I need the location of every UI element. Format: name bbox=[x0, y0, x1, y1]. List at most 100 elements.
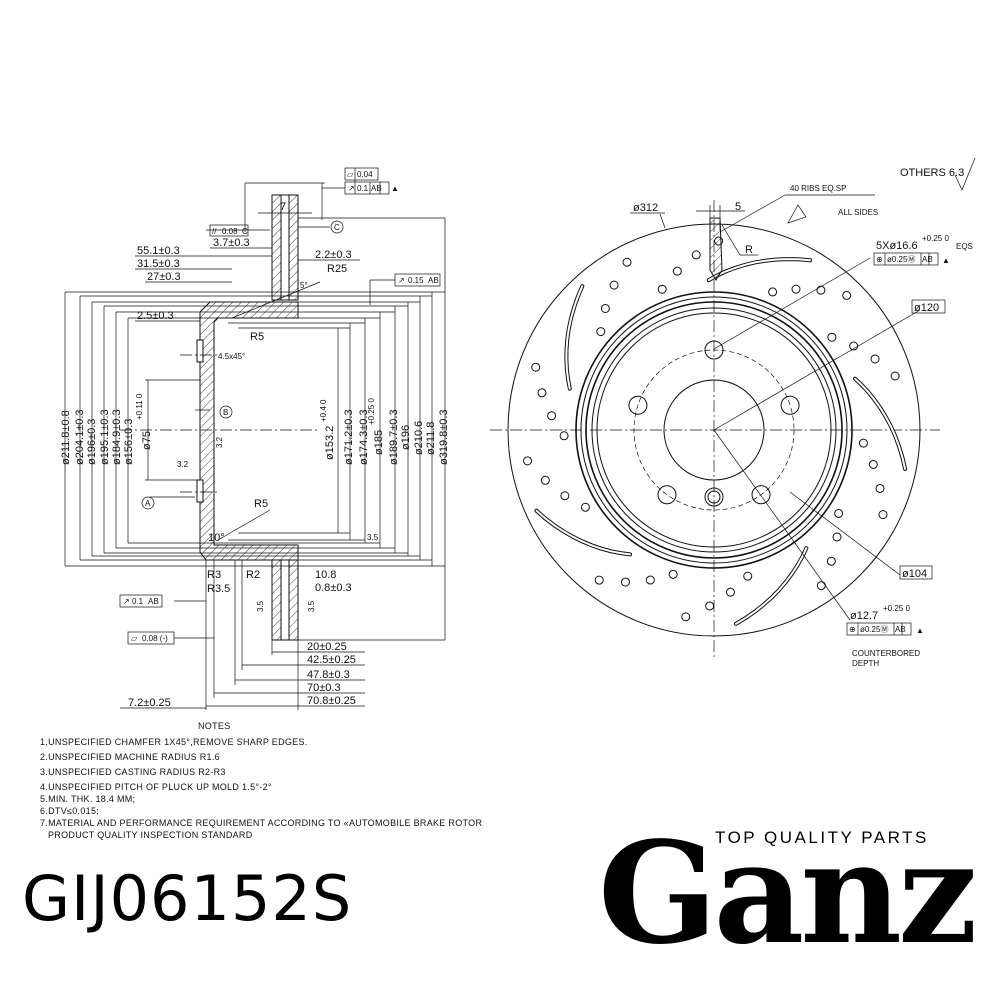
drill-hole bbox=[816, 581, 826, 591]
drill-hole bbox=[858, 438, 868, 448]
triangle-icon: ▲ bbox=[942, 256, 950, 265]
drill-hole bbox=[672, 266, 682, 276]
drill-hole bbox=[743, 571, 753, 581]
runout-icon: ↗ bbox=[398, 276, 405, 285]
note-item: 7.MATERIAL AND PERFORMANCE REQUIREMENT A… bbox=[40, 818, 482, 828]
bore-diameter: ø75 bbox=[141, 431, 153, 450]
parallel-value: 0.08 bbox=[222, 227, 238, 236]
diameter-label: ø156±0.3 bbox=[123, 419, 135, 465]
note-item: PRODUCT QUALITY INSPECTION STANDARD bbox=[48, 830, 253, 840]
drill-hole bbox=[826, 556, 836, 566]
drill-hole bbox=[890, 371, 900, 381]
bolt-hole bbox=[704, 340, 724, 360]
flatness-value: 0.08 (-) bbox=[142, 634, 168, 643]
note-item: 6.DTV≤0.015; bbox=[40, 806, 99, 816]
diameter-label: ø211.8±0.8 bbox=[60, 410, 72, 465]
drill-hole bbox=[725, 587, 735, 597]
bolt-hole bbox=[628, 395, 648, 415]
drill-hole bbox=[834, 508, 844, 518]
diameter-label: ø211.8 bbox=[425, 422, 437, 455]
dim-label: ø312 bbox=[633, 202, 658, 214]
diameter-tolerance: +0.4 0 bbox=[319, 399, 328, 422]
drill-hole bbox=[657, 284, 667, 294]
triangle-icon: ▲ bbox=[391, 184, 399, 193]
dim-label: 2.2±0.3 bbox=[315, 249, 352, 261]
drill-hole bbox=[622, 257, 632, 267]
bolt-hole-tolerance: +0.25 0 bbox=[922, 234, 949, 243]
part-number: GIJ06152S bbox=[22, 862, 353, 935]
eqs-label: EQS bbox=[956, 242, 973, 251]
drill-hole bbox=[691, 250, 701, 260]
drill-hole bbox=[827, 332, 837, 342]
gdt-frame-runout-right: ↗ 0.15 AB bbox=[394, 273, 441, 287]
dim-label: R3 bbox=[207, 569, 221, 581]
runout-ref: AB bbox=[428, 276, 439, 285]
dim-label: R5 bbox=[250, 331, 264, 343]
slot bbox=[853, 376, 908, 471]
position-tolerance: ø0.25Ⓜ bbox=[887, 255, 915, 264]
flatness-icon: ▱ bbox=[347, 170, 354, 179]
diameter-label: ø171.2±0.3 bbox=[343, 409, 355, 465]
datum-label: A bbox=[145, 499, 151, 508]
note-item: 5.MIN. THK. 18.4 MM; bbox=[40, 794, 135, 804]
drill-hole bbox=[791, 284, 801, 294]
dim-label: R bbox=[745, 244, 753, 256]
rib-section bbox=[709, 217, 723, 281]
runout-icon: ↗ bbox=[348, 184, 355, 193]
drill-hole bbox=[868, 459, 878, 469]
counterbored-label: COUNTERBORED bbox=[852, 649, 920, 658]
drill-hole bbox=[705, 601, 715, 611]
dimension-labels: 7 55.1±0.3 3.7±0.3 31.5±0.3 27±0.3 2.2±0… bbox=[128, 201, 379, 709]
slot bbox=[564, 284, 585, 391]
drill-hole bbox=[668, 569, 678, 579]
pilot-hole-tolerance: +0.25 0 bbox=[883, 604, 910, 613]
depth-label: DEPTH bbox=[852, 659, 879, 668]
runout-ref: AB bbox=[371, 184, 382, 193]
runout-ref: AB bbox=[148, 597, 159, 606]
drill-hole bbox=[560, 491, 570, 501]
note-item: 3.UNSPECIFIED CASTING RADIUS R2-R3 bbox=[40, 767, 226, 777]
notes: NOTES 1.UNSPECIFIED CHAMFER 1X45°,REMOVE… bbox=[40, 721, 482, 840]
roughness-symbol-icon bbox=[954, 157, 976, 191]
dim-label: R3.5 bbox=[207, 583, 230, 595]
center-bore bbox=[663, 379, 765, 481]
diameter-label: ø189.7±0.3 bbox=[388, 409, 400, 465]
pilot-hole bbox=[704, 487, 724, 507]
drill-hole bbox=[547, 411, 557, 421]
position-ref: AB bbox=[895, 625, 906, 634]
position-icon: ⊕ bbox=[876, 255, 883, 264]
dim-label: 20±0.25 bbox=[307, 641, 347, 653]
dim-label: 70.8±0.25 bbox=[307, 695, 356, 707]
section-view: ▱ ↗ 0.04 0.1 AB ▲ // 0.08 C ↗ 0.15 AB ↗ … bbox=[60, 167, 450, 710]
runout-icon: ↗ bbox=[123, 597, 130, 606]
roughness-label: 3.5 bbox=[367, 533, 379, 542]
diameter-labels: ø211.8±0.8 ø204.1±0.3 ø196±0.3 ø195.1±0.… bbox=[60, 393, 450, 465]
bolt-hole bbox=[751, 485, 771, 505]
diameter-label: ø196 bbox=[400, 425, 412, 450]
drill-hole bbox=[580, 502, 590, 512]
drill-hole bbox=[540, 475, 550, 485]
pilot-hole-size: ø12.7 bbox=[850, 610, 878, 622]
flatness-icon: ▱ bbox=[131, 634, 138, 643]
note-item: 4.UNSPECIFIED PITCH OF PLUCK UP MOLD 1.5… bbox=[40, 782, 272, 792]
datum-label: B bbox=[223, 408, 228, 417]
dim-label: R25 bbox=[327, 263, 347, 275]
slot-inner bbox=[735, 547, 808, 625]
dim-label: 0.8±0.3 bbox=[315, 582, 352, 594]
weld-symbol-icon bbox=[787, 204, 807, 224]
diameter-label: ø210.6 bbox=[413, 421, 425, 455]
ribs-label: 40 RIBS EQ.SP bbox=[790, 184, 846, 193]
front-view: OTHERS 6.3 ø312 5 40 RIBS EQ.SP ALL SIDE… bbox=[490, 157, 976, 668]
slot bbox=[734, 546, 809, 626]
dim-label: 7 bbox=[280, 201, 286, 213]
dim-label: 5° bbox=[300, 281, 308, 290]
dim-label: ø104 bbox=[902, 568, 927, 580]
parallel-ref: C bbox=[242, 227, 248, 236]
all-sides-label: ALL SIDES bbox=[838, 208, 878, 217]
dim-label: 10° bbox=[208, 532, 225, 544]
gdt-frame-top: ▱ ↗ 0.04 0.1 AB ▲ bbox=[322, 167, 399, 195]
note-item: 1.UNSPECIFIED CHAMFER 1X45°,REMOVE SHARP… bbox=[40, 737, 308, 747]
bolt-hole-size: 5Xø16.6 bbox=[876, 240, 918, 252]
drill-hole bbox=[523, 456, 533, 466]
